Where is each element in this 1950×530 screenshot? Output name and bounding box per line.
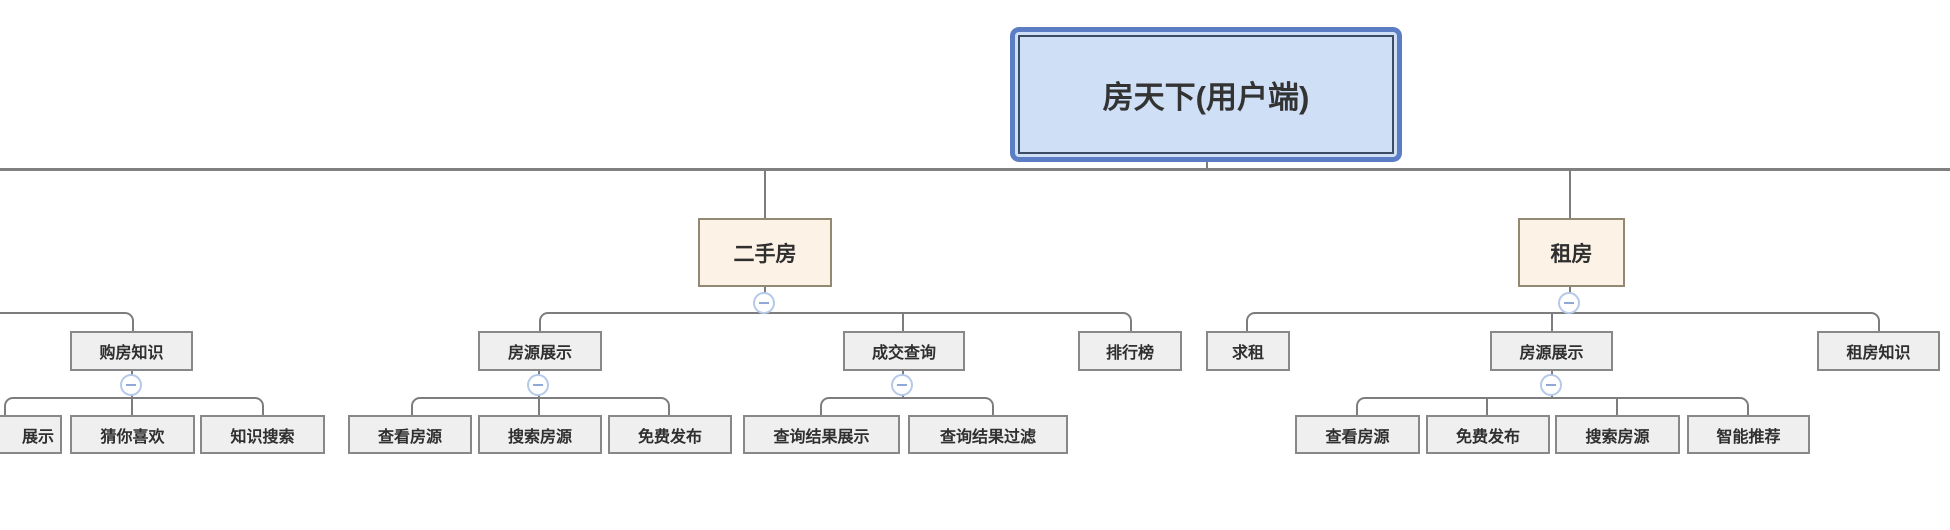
collapse-icon-fangyuan-zufang[interactable] — [1540, 374, 1562, 396]
minus-icon — [759, 302, 769, 304]
minus-icon — [533, 384, 543, 386]
topic-root-label: 房天下(用户端) — [1018, 35, 1394, 154]
connector-drop-fangyuan-rent — [1551, 312, 1553, 331]
topic-chengjiaochaxun[interactable]: 成交查询 — [843, 331, 965, 371]
connector-drop-zufang — [1569, 170, 1571, 218]
topic-mianfeifabu-zufang[interactable]: 免费发布 — [1426, 415, 1550, 454]
topic-fangyuanzhanshi-ershou[interactable]: 房源展示 — [478, 331, 602, 371]
collapse-icon-chengjiao[interactable] — [891, 374, 913, 396]
topic-zhishisousuo[interactable]: 知识搜索 — [200, 415, 325, 454]
minus-icon — [126, 384, 136, 386]
topic-zhinengtuijian[interactable]: 智能推荐 — [1687, 415, 1810, 454]
connector-bus-fangyuan-b — [1356, 397, 1749, 415]
collapse-icon-goufangzhishi[interactable] — [120, 374, 142, 396]
connector-bus-offscreen-parent — [0, 312, 134, 331]
collapse-icon-fangyuan-ershou[interactable] — [527, 374, 549, 396]
topic-chakanfangyuan-ershou[interactable]: 查看房源 — [348, 415, 472, 454]
collapse-icon-zufang[interactable] — [1558, 292, 1580, 314]
topic-chaxunjieguozhanshi[interactable]: 查询结果展示 — [743, 415, 900, 454]
topic-goufangzhishi[interactable]: 购房知识 — [70, 331, 193, 371]
topic-zufang[interactable]: 租房 — [1518, 218, 1625, 287]
topic-sousuofangyuan-zufang[interactable]: 搜索房源 — [1555, 415, 1680, 454]
topic-root[interactable]: 房天下(用户端) — [1010, 27, 1402, 162]
connector-root-drop — [1206, 158, 1208, 169]
connector-bus-zufang — [1246, 312, 1880, 331]
connector-bus-ershoufang — [539, 312, 1132, 331]
connector-bus-goufangzhishi — [4, 397, 264, 415]
connector-drop-mianfei-b — [1486, 397, 1488, 415]
topic-cainixihuan[interactable]: 猜你喜欢 — [70, 415, 195, 454]
connector-root-bus — [0, 168, 1950, 171]
topic-fangyuanzhanshi-zufang[interactable]: 房源展示 — [1490, 331, 1613, 371]
connector-bus-fangyuan-a — [411, 397, 670, 415]
topic-chaxunjieguoguolv[interactable]: 查询结果过滤 — [908, 415, 1068, 454]
minus-icon — [1564, 302, 1574, 304]
connector-drop-chengjiao — [902, 312, 904, 331]
topic-paihangbang[interactable]: 排行榜 — [1078, 331, 1182, 371]
topic-qiuzu[interactable]: 求租 — [1206, 331, 1290, 371]
topic-ershoufang[interactable]: 二手房 — [698, 218, 832, 287]
collapse-icon-ershoufang[interactable] — [753, 292, 775, 314]
topic-zufangzhishi[interactable]: 租房知识 — [1817, 331, 1940, 371]
connector-drop-ershoufang — [764, 170, 766, 218]
topic-mianfeifabu-ershou[interactable]: 免费发布 — [608, 415, 732, 454]
topic-sousuofangyuan-ershou[interactable]: 搜索房源 — [478, 415, 602, 454]
connector-bus-chengjiao — [820, 397, 994, 415]
connector-drop-sousuo-b — [1616, 397, 1618, 415]
minus-icon — [1546, 384, 1556, 386]
minus-icon — [897, 384, 907, 386]
topic-chakanfangyuan-zufang[interactable]: 查看房源 — [1295, 415, 1420, 454]
topic-zhanshi-clipped[interactable]: 展示 — [0, 415, 62, 454]
